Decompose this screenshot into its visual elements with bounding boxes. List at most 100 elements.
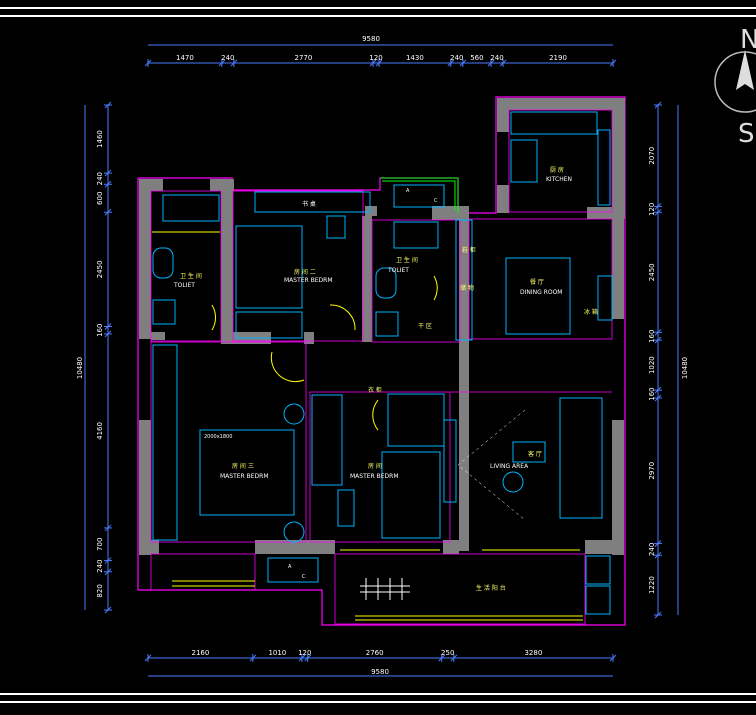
sofa: [559, 397, 603, 519]
bottom-dim-slash: [450, 654, 458, 662]
kitchen-label-en: KITCHEN: [546, 176, 572, 183]
bed1-label-en: MASTER BEDRM: [350, 473, 399, 480]
top-dim-segment-label: 1470: [176, 54, 194, 62]
kitchen-counter-right: [597, 129, 611, 206]
bath1-label-cn: 卫 生 间: [180, 272, 202, 280]
dining-label-cn: 餐 厅: [530, 278, 544, 286]
left-dim-segment-label: 240: [96, 172, 104, 185]
window-bay: [380, 177, 459, 213]
bottom-dim-segment-label: 2760: [366, 649, 384, 657]
left-dim-segment-label: 1460: [96, 130, 104, 148]
right-dimension-lines: [654, 101, 679, 619]
left-dim-slash: [104, 180, 112, 188]
living-label-en: LIVING AREA: [490, 463, 529, 470]
washer: [585, 555, 611, 585]
bath2-label-cn: 卫 生 间: [396, 256, 418, 264]
top-dim-slash: [487, 59, 495, 67]
top-dim-slash: [230, 59, 238, 67]
living-label-cn: 客 厅: [528, 450, 542, 458]
top-dim-slash: [447, 59, 455, 67]
top-frame-lines: [0, 7, 756, 703]
top-dim-segment-label: 240: [490, 54, 503, 62]
study-label-cn: 书 桌: [302, 200, 316, 208]
right-dim-segment-label: 160: [648, 387, 656, 400]
bed3-label-en: MASTER BEDRM: [220, 473, 269, 480]
right-dim-segment-label: 240: [648, 543, 656, 556]
top-dim-slash: [375, 59, 383, 67]
dining-label-en: DINING ROOM: [520, 289, 562, 296]
bed-2: [235, 225, 303, 309]
bottom-total-dimension: 9580: [371, 668, 389, 676]
left-dim-slash: [104, 606, 112, 614]
right-dim-segment-label: 120: [648, 203, 656, 216]
left-dim-segment-label: 160: [96, 324, 104, 337]
left-dim-segment-label: 4160: [96, 422, 104, 440]
right-dim-slash: [654, 101, 662, 109]
bottom-dim-segment-label: 3280: [524, 649, 542, 657]
linen-tag: 储 物: [460, 284, 474, 292]
compass-arrow-icon: [736, 50, 754, 90]
bottom-dim-slash: [609, 654, 617, 662]
doors-windows: [152, 231, 583, 621]
wardrobe-2: [235, 311, 303, 339]
bottom-dim-segment-label: 2160: [192, 649, 210, 657]
desk-1: [337, 489, 355, 527]
right-dim-slash: [654, 328, 662, 336]
left-dim-slash: [104, 101, 112, 109]
top-dim-segment-label: 1430: [406, 54, 424, 62]
left-dim-segment-label: 2450: [96, 260, 104, 278]
bottom-dimension-lines: [144, 654, 617, 677]
right-dim-segment-label: 2450: [648, 263, 656, 281]
wardrobe-3: [152, 344, 178, 541]
top-total-dimension: 9580: [362, 35, 380, 43]
kitchen-counter-top: [510, 111, 598, 135]
right-dim-segment-label: 2070: [648, 147, 656, 165]
ac-top-c: C: [434, 198, 438, 204]
bed3-size-label: 2000x1800: [204, 434, 232, 440]
wardrobe-1: [311, 394, 343, 486]
right-dim-segment-label: 1020: [648, 356, 656, 374]
walls: [139, 98, 625, 555]
room-labels: 书 桌 卫 生 间 TOLIET 房 间 二 MASTER BEDRM 卫 生 …: [173, 166, 598, 592]
ac-unit-balcony: [267, 557, 319, 583]
bathtub-2: [393, 221, 439, 249]
left-dim-segment-label: 700: [96, 538, 104, 551]
top-dim-slash: [459, 59, 467, 67]
left-dim-slash: [104, 524, 112, 532]
study-desk: [254, 191, 371, 213]
ac-unit-top: [393, 184, 445, 208]
ac-balcony-c: C: [302, 574, 306, 580]
right-dim-slash: [654, 208, 662, 216]
left-dim-slash: [104, 568, 112, 576]
right-dim-segment-label: 160: [648, 330, 656, 343]
exterior-outline: [137, 96, 626, 626]
top-dim-segment-label: 120: [369, 54, 382, 62]
bottom-dim-slash: [298, 654, 306, 662]
top-dim-slash: [499, 59, 507, 67]
right-dim-slash: [654, 540, 662, 547]
top-dim-segment-label: 240: [221, 54, 234, 62]
bottom-dim-slash: [249, 654, 257, 662]
top-dim-segment-label: 560: [470, 54, 483, 62]
compass-south-label: S: [738, 119, 755, 149]
top-dim-slash: [218, 59, 226, 67]
compass-north-label: N: [740, 25, 756, 55]
left-dim-slash: [104, 557, 112, 564]
right-dim-slash: [654, 394, 662, 402]
nightstand-3b: [283, 521, 305, 543]
kitchen-label-cn: 厨 房: [550, 166, 564, 174]
balcony-label-cn: 生 活 阳 台: [476, 584, 506, 592]
furniture: [152, 111, 613, 615]
bed1-label-cn: 房 间: [368, 462, 382, 470]
right-dim-slash: [654, 336, 662, 344]
right-dim-slash: [654, 386, 662, 394]
bed3-label-cn: 房 间 三: [232, 462, 254, 470]
sink-2: [375, 311, 399, 337]
armchair: [502, 471, 524, 493]
cabinet-tag: 鞋 柜: [462, 246, 476, 254]
dining-cabinet: [455, 219, 473, 341]
dry-area-label: 干 区: [418, 323, 432, 330]
